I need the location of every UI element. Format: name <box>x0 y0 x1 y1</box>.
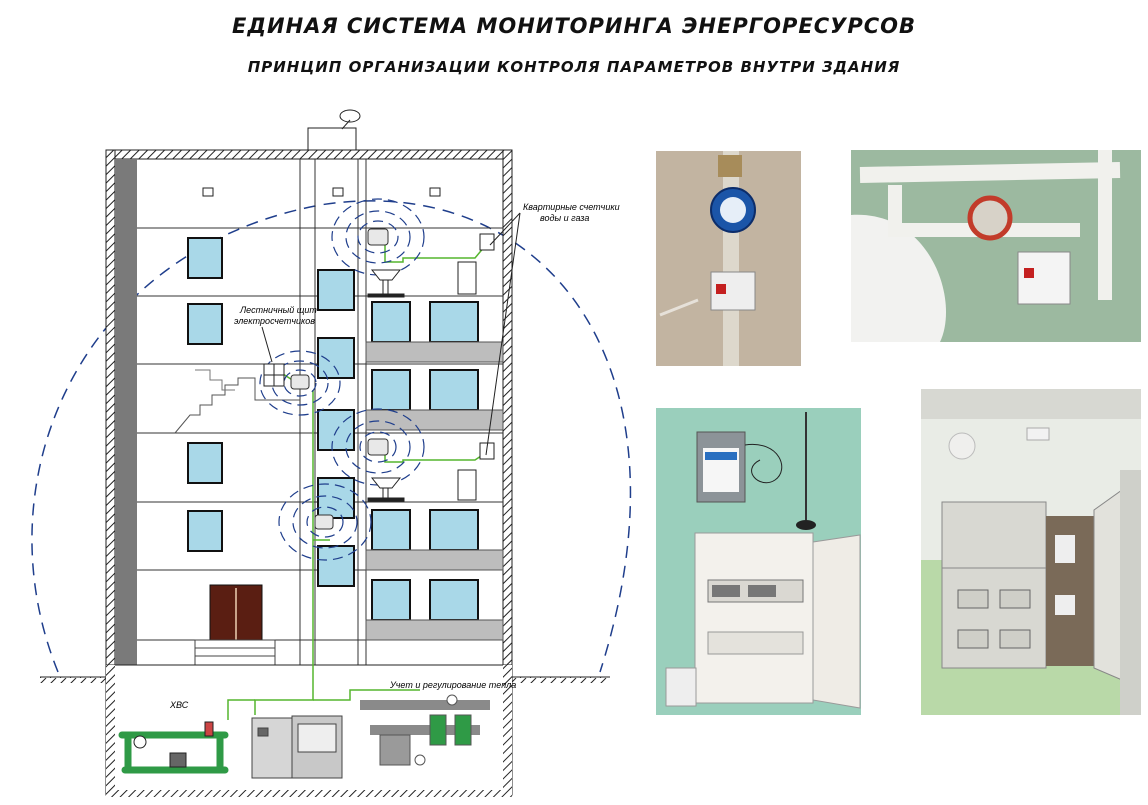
transmitter-icon <box>290 228 389 530</box>
photo-meter-cabinet <box>921 389 1141 715</box>
photo-water-meter <box>656 151 801 366</box>
label-meters-1: Квартирные счетчики <box>523 202 620 212</box>
label-heat: Учет и регулирование тепла <box>389 680 516 690</box>
photo-wall-cabinet <box>656 408 861 715</box>
windows-right <box>371 301 479 621</box>
label-panel-1: Лестничный щит <box>239 305 317 315</box>
balcony-slabs <box>365 341 504 641</box>
label-cold-water: ХВС <box>169 700 189 710</box>
windows-stair <box>317 269 355 587</box>
label-meters-2: воды и газа <box>540 213 589 223</box>
right-wall <box>502 149 513 666</box>
signal-wires <box>227 239 491 720</box>
page-title: ЕДИНАЯ СИСТЕМА МОНИТОРИНГА ЭНЕРГОРЕСУРСО… <box>232 14 916 38</box>
bathroom-fixtures <box>367 233 495 502</box>
entrance-steps <box>194 639 276 666</box>
staircase <box>174 377 300 434</box>
basement-floor <box>106 790 512 797</box>
roof-slab <box>105 149 513 160</box>
electric-panel-icon <box>263 363 285 387</box>
gauge-icon <box>133 735 147 749</box>
label-panel-2: электросчетчиков <box>234 316 315 326</box>
coverage-arc <box>31 200 632 673</box>
page-subtitle: ПРИНЦИП ОРГАНИЗАЦИИ КОНТРОЛЯ ПАРАМЕТРОВ … <box>247 58 901 76</box>
heat-unit <box>360 694 490 766</box>
left-wall <box>105 149 116 666</box>
windows-left <box>187 237 223 552</box>
roof-box <box>307 127 357 151</box>
inner-grey-column <box>115 159 137 665</box>
satellite-dish-icon <box>339 109 361 130</box>
control-cabinet <box>251 715 343 779</box>
photo-bathroom-meter <box>851 150 1141 342</box>
